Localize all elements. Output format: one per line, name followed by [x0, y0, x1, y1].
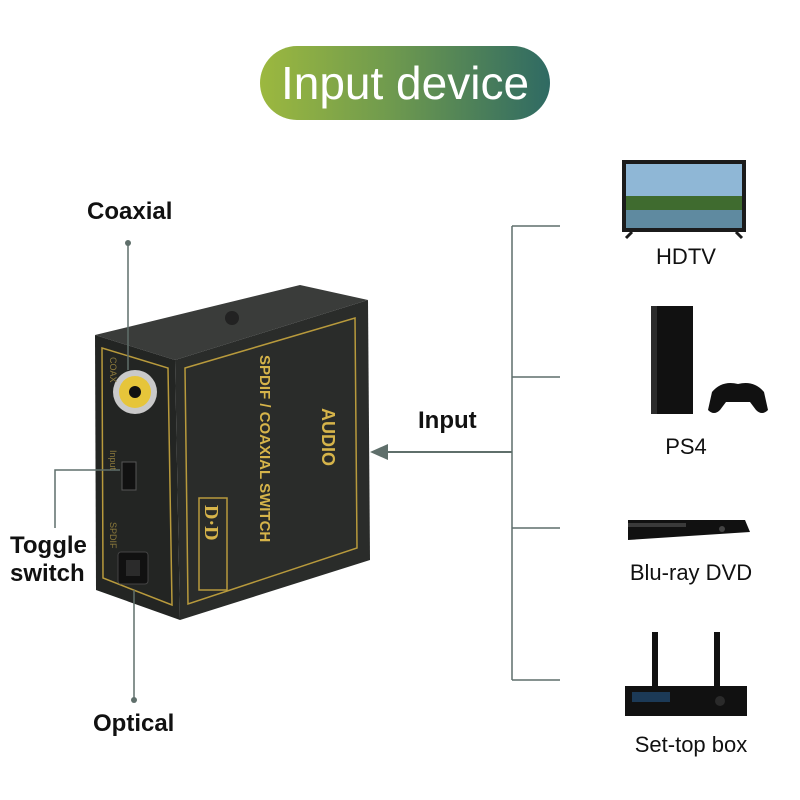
optical-label: Optical — [93, 710, 175, 737]
device-label-hdtv: HDTV — [656, 244, 716, 269]
coaxial-label: Coaxial — [87, 198, 173, 225]
device-label-ps4: PS4 — [665, 434, 707, 459]
router-box-icon — [625, 632, 747, 716]
port-coax-label: COAX — [108, 357, 118, 383]
screw-icon — [225, 311, 239, 325]
port-spdif-label: SPDIF — [108, 522, 118, 549]
bluray-player-icon — [628, 520, 750, 540]
header-title: Input device — [260, 46, 550, 120]
switch-box — [95, 285, 370, 620]
tv-icon — [622, 160, 746, 240]
box-audio-text: AUDIO — [318, 408, 338, 466]
device-label-bluray: Blu-ray DVD — [629, 560, 753, 585]
box-switch-text: SPDIF / COAXIAL SWITCH — [256, 355, 273, 542]
game-console-icon — [651, 306, 768, 414]
toggle-switch-label: Toggle switch — [10, 532, 87, 587]
input-label: Input — [418, 407, 477, 434]
box-logo-text: D·D — [200, 505, 222, 541]
port-input-label: Input — [108, 450, 118, 471]
device-label-settop: Set-top box — [634, 732, 748, 757]
toggle-switch — [121, 461, 137, 491]
